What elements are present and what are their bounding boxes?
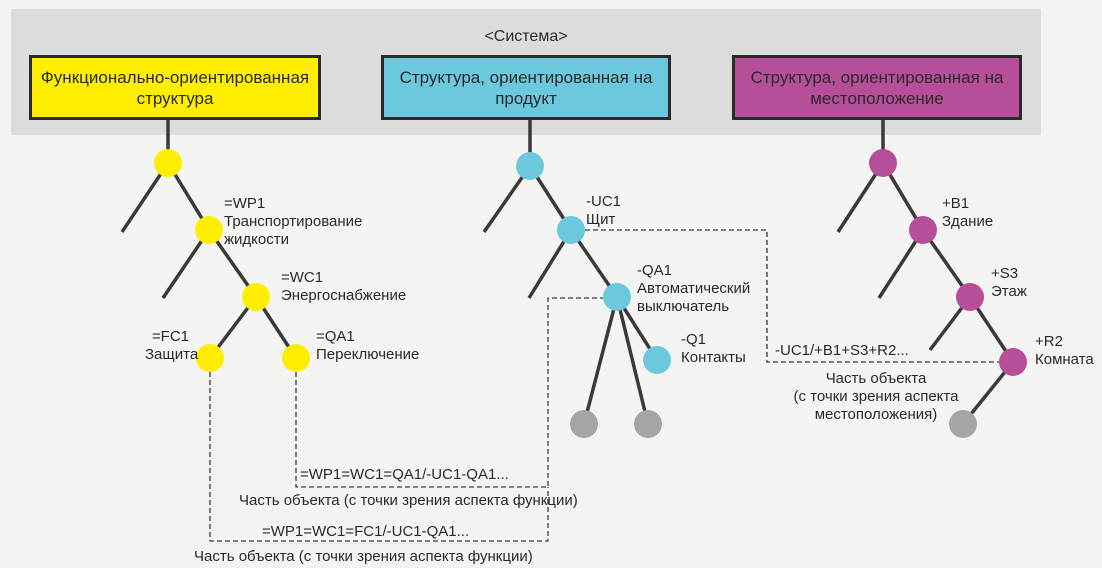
location-node-root [869, 149, 897, 177]
reference-fc1: =WP1=WC1=FC1/-UC1-QA1... [262, 523, 470, 540]
product-edge-qa1-leaf [582, 296, 619, 425]
node-label-wp1: =WP1 Транспортирование жидкости [224, 195, 364, 249]
functional-structure-header: Функционально-ориентированная структура [29, 55, 321, 120]
q1-name: Контакты [681, 349, 746, 366]
product-edge-qa1-leaf [615, 296, 650, 425]
functional-node-wp1 [195, 216, 223, 244]
s3-name: Этаж [991, 283, 1027, 300]
qa1-prod-code: -QA1 [637, 262, 673, 279]
functional-structure-title: Функционально-ориентированная структура [40, 67, 310, 108]
caption-qa1: Часть объекта (с точки зрения аспекта фу… [239, 492, 578, 509]
product-node-root [516, 152, 544, 180]
r2-name: Комната [1035, 351, 1094, 368]
node-label-s3: +S3 Этаж [991, 265, 1027, 301]
node-label-qa1-func: =QA1 Переключение [316, 328, 419, 364]
node-label-r2: +R2 Комната [1035, 333, 1094, 369]
functional-node-qa1 [282, 344, 310, 372]
qa1-func-code: =QA1 [316, 328, 355, 345]
caption-location-line1: Часть объекта [825, 370, 927, 387]
location-structure-header: Структура, ориентированная на местополож… [732, 55, 1022, 120]
uc1-code: -UC1 [586, 193, 622, 210]
location-leaf-node [949, 410, 977, 438]
fc1-code: =FC1 [151, 328, 189, 345]
location-node-s3 [956, 283, 984, 311]
b1-name: Здание [942, 213, 994, 230]
product-leaf-node [570, 410, 598, 438]
functional-node-wc1 [242, 283, 270, 311]
wp1-code: =WP1 [224, 195, 266, 212]
node-label-qa1-prod: -QA1 Автоматический выключатель [637, 262, 767, 316]
reference-location: -UC1/+B1+S3+R2... [775, 342, 909, 359]
qa1-func-name: Переключение [316, 346, 420, 363]
node-label-b1: +B1 Здание [942, 195, 993, 231]
reference-connector-fc1 [209, 372, 549, 542]
node-label-uc1: -UC1 Щит [586, 193, 621, 229]
product-node-uc1 [557, 216, 585, 244]
location-node-r2 [999, 348, 1027, 376]
fc1-name: Защита [145, 346, 199, 363]
location-structure-title: Структура, ориентированная на местополож… [750, 67, 1004, 108]
system-label: <Система> [484, 28, 568, 45]
wc1-code: =WC1 [281, 269, 324, 286]
caption-location-line2: (с точки зрения аспекта [793, 388, 959, 405]
product-leaf-node [634, 410, 662, 438]
caption-fc1: Часть объекта (с точки зрения аспекта фу… [194, 548, 533, 565]
wc1-name: Энергоснабжение [281, 287, 407, 304]
location-node-b1 [909, 216, 937, 244]
r2-code: +R2 [1035, 333, 1063, 350]
wp1-name: Транспортирование жидкости [224, 213, 363, 248]
node-label-q1: -Q1 Контакты [681, 331, 746, 367]
b1-code: +B1 [942, 195, 970, 212]
caption-location: Часть объекта (с точки зрения аспекта ме… [756, 370, 996, 424]
reference-connector-location [585, 229, 999, 363]
reference-qa1: =WP1=WC1=QA1/-UC1-QA1... [300, 466, 509, 483]
s3-code: +S3 [991, 265, 1019, 282]
caption-location-line3: местоположения) [814, 406, 938, 423]
node-label-fc1: =FC1 Защита [145, 328, 199, 364]
q1-code: -Q1 [681, 331, 707, 348]
functional-node-fc1 [196, 344, 224, 372]
product-structure-header: Структура, ориентированная на продукт [381, 55, 671, 120]
node-label-wc1: =WC1 Энергоснабжение [281, 269, 406, 305]
functional-node-root [154, 149, 182, 177]
product-structure-title: Структура, ориентированная на продукт [399, 67, 653, 108]
reference-connector-qa1 [295, 297, 603, 488]
product-node-qa1 [603, 283, 631, 311]
qa1-prod-name: Автоматический выключатель [637, 280, 751, 315]
product-node-q1 [643, 346, 671, 374]
uc1-name: Щит [586, 211, 616, 228]
